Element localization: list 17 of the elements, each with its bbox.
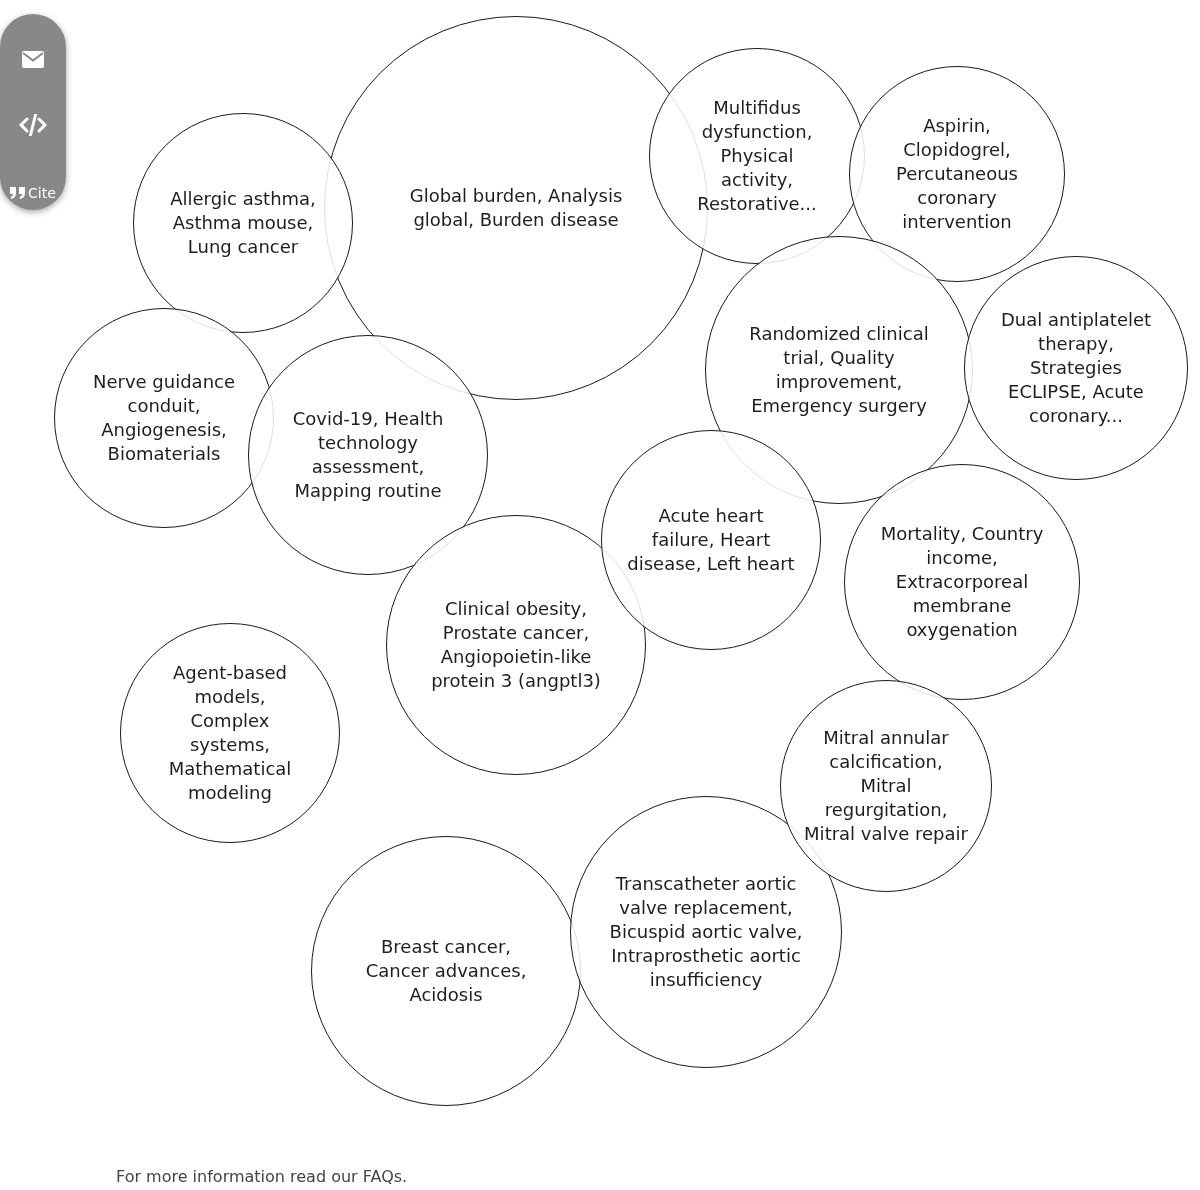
footer-note: For more information read our FAQs. <box>116 1166 408 1188</box>
topic-label: Multifidus dysfunction, Physical activity, Restorative... <box>696 96 818 216</box>
topic-label: Mitral annular calcification, Mitral regurgitation, Mitral valve repair <box>803 726 969 846</box>
topic-label: Global burden, Analysis global, Burden disease <box>408 184 624 232</box>
topic-label: Nerve guidance conduit, Angiogenesis, Biomaterials <box>91 370 237 466</box>
topic-label: Acute heart failure, Heart disease, Left heart <box>627 504 795 576</box>
topic-label: Breast cancer, Cancer advances, Acidosis <box>364 935 528 1007</box>
topic-label: Dual antiplatelet therapy, Strategies ECLIPSE, Acute coronary... <box>999 308 1153 428</box>
topic-label: Randomized clinical trial, Quality improvement, Emergency surgery <box>748 322 930 418</box>
topic-label: Transcatheter aortic valve replacement, Bicuspid aortic valve, Intraprosthetic aortic insufficiency <box>608 872 804 992</box>
topic-label: Allergic asthma, Asthma mouse, Lung cancer <box>169 187 317 259</box>
topic-label: Clinical obesity, Prostate cancer, Angiopoietin-like protein 3 (angptl3) <box>430 597 602 693</box>
cite-label: Cite <box>28 185 56 201</box>
topic-label: Covid-19, Health technology assessment, Mapping routine <box>291 407 445 503</box>
topic-label: Agent-based models, Complex systems, Mathematical modeling <box>167 661 293 805</box>
topic-label: Mortality, Country income, Extracorporeal membrane oxygenation <box>879 522 1045 642</box>
topic-label: Aspirin, Clopidogrel, Percutaneous coronary intervention <box>895 114 1019 234</box>
